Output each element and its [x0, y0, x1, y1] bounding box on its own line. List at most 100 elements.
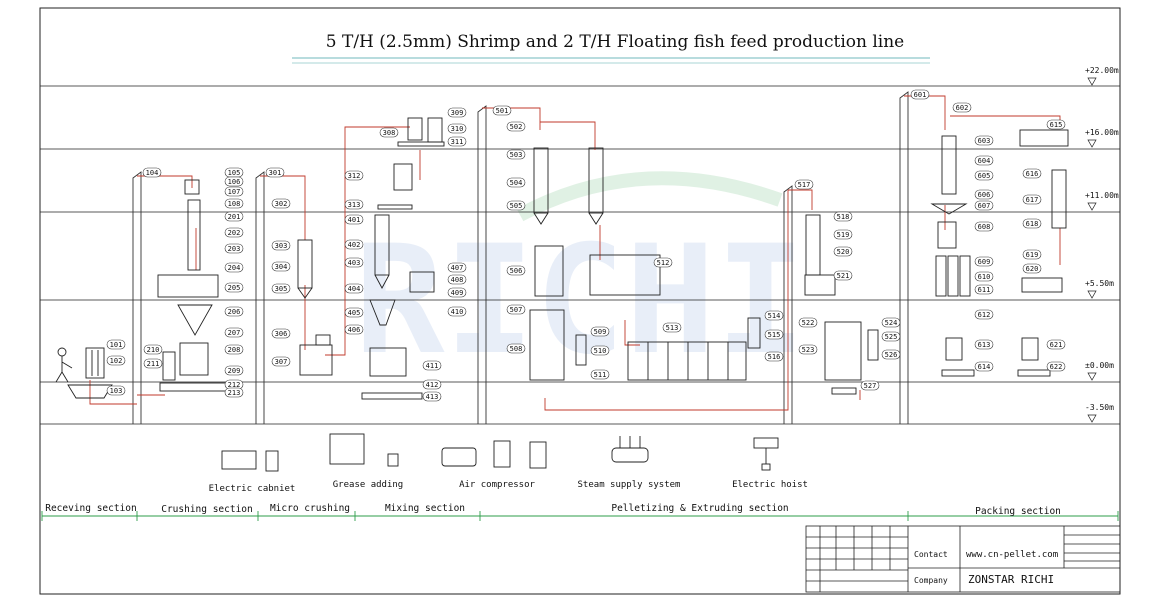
equipment-tag-label: 102	[110, 357, 123, 365]
drawing-title: 5 T/H (2.5mm) Shrimp and 2 T/H Floating …	[326, 32, 904, 52]
equipment-tag-label: 408	[451, 276, 464, 284]
bin-603	[941, 135, 957, 195]
equipment-tag-bubble	[224, 327, 244, 338]
equipment-tag: 208	[224, 344, 244, 355]
equipment-tag-label: 525	[885, 333, 898, 341]
elevator-501	[477, 105, 487, 424]
equipment-tag: 608	[974, 221, 994, 232]
contact-value: www.cn-pellet.com	[966, 550, 1058, 560]
legend-steam-supply: Steam supply system	[578, 480, 681, 490]
equipment-tag-bubble	[974, 155, 994, 166]
operator-figure	[57, 347, 67, 357]
equipment-tag-label: 204	[228, 264, 241, 272]
fan-309	[427, 117, 443, 143]
equipment-tag-bubble	[224, 262, 244, 273]
equipment-tag-label: 507	[510, 306, 523, 314]
watermark-swoosh	[516, 171, 783, 222]
equipment-tag: 203	[224, 243, 244, 254]
liquid-adding-407	[409, 271, 435, 293]
company-value: ZONSTAR RICHI	[968, 573, 1054, 586]
equipment-tag: 301	[265, 167, 285, 178]
equipment-tag: 205	[224, 282, 244, 293]
equipment-tag: 209	[224, 365, 244, 376]
equipment-tag-bubble	[653, 257, 673, 268]
equipment-tag-label: 522	[802, 319, 815, 327]
equipment-tag-bubble	[833, 211, 853, 222]
equipment-tag: 604	[974, 155, 994, 166]
feeder-top	[184, 179, 200, 195]
bin-609c	[959, 255, 971, 297]
equipment-tag-label: 612	[978, 311, 991, 319]
level-label: +22.00m	[1085, 66, 1119, 75]
equipment-tag: 213	[224, 387, 244, 398]
bin-503	[533, 147, 549, 214]
equipment-tag: 524	[881, 317, 901, 328]
level-label: ±0.00m	[1085, 361, 1114, 370]
equipment-tag-bubble	[447, 262, 467, 273]
conveyor-313	[377, 204, 413, 210]
floor-level-lines	[40, 85, 1120, 425]
equipment-tag-bubble	[142, 167, 162, 178]
equipment-tag-bubble	[833, 270, 853, 281]
equipment-tag: 101	[106, 339, 126, 350]
level-label: +16.00m	[1085, 128, 1119, 137]
mixer-hopper-405	[369, 299, 396, 326]
equipment-tag-label: 411	[426, 362, 439, 370]
packing-scale-613	[945, 337, 963, 361]
cyclone-524	[867, 329, 879, 361]
equipment-tag-bubble	[881, 317, 901, 328]
equipment-tag-label: 606	[978, 191, 991, 199]
equipment-tag-label: 302	[275, 200, 288, 208]
equipment-tag: 619	[1022, 249, 1042, 260]
sieve-620	[1021, 277, 1063, 293]
sieve-608	[937, 221, 957, 249]
equipment-tag: 520	[833, 246, 853, 257]
extruder-512	[589, 254, 661, 296]
equipment-tag: 606	[974, 189, 994, 200]
elevator-104	[132, 171, 142, 424]
sifter-615	[1019, 129, 1069, 147]
equipment-tag: 617	[1022, 194, 1042, 205]
equipment-tag-label: 617	[1026, 196, 1039, 204]
crushing-equipment	[157, 179, 241, 392]
equipment-tag-bubble	[106, 339, 126, 350]
equipment-tag-label: 409	[451, 289, 464, 297]
equipment-tag-label: 107	[228, 188, 241, 196]
equipment-tag-label: 619	[1026, 251, 1039, 259]
equipment-tag-label: 505	[510, 202, 523, 210]
equipment-tag-bubble	[1046, 119, 1066, 130]
equipment-tag-label: 613	[978, 341, 991, 349]
equipment-tag: 614	[974, 361, 994, 372]
equipment-tag: 303	[271, 240, 291, 251]
equipment-tag-label: 203	[228, 245, 241, 253]
cooler-507	[529, 309, 565, 381]
equipment-tag-bubble	[1046, 361, 1066, 372]
equipment-tag-label: 211	[147, 360, 160, 368]
equipment-tag: 527	[860, 380, 880, 391]
equipment-tag: 519	[833, 229, 853, 240]
equipment-tag: 407	[447, 262, 467, 273]
equipment-tag-label: 602	[956, 104, 969, 112]
air-tank-icon	[493, 440, 511, 468]
equipment-tag-label: 603	[978, 137, 991, 145]
grease-adding-icon	[329, 433, 365, 465]
equipment-tag-label: 311	[451, 138, 464, 146]
equipment-tag: 621	[1046, 339, 1066, 350]
equipment-tag-label: 207	[228, 329, 241, 337]
conveyor-311	[397, 141, 445, 147]
equipment-tag-label: 304	[275, 263, 288, 271]
level-label: -3.50m	[1085, 403, 1114, 412]
equipment-tag: 504	[506, 177, 526, 188]
equipment-tag-bubble	[764, 329, 784, 340]
equipment-tag-bubble	[143, 358, 163, 369]
level-label: +11.00m	[1085, 191, 1119, 200]
contact-label: Contact	[914, 550, 948, 559]
equipment-tag-label: 616	[1026, 170, 1039, 178]
equipment-tag-bubble	[506, 121, 526, 132]
equipment-tag-bubble	[106, 355, 126, 366]
equipment-tag: 406	[344, 324, 364, 335]
equipment-tag: 201	[224, 211, 244, 222]
pulse-filter-308	[407, 117, 423, 141]
bin-401	[374, 214, 390, 276]
